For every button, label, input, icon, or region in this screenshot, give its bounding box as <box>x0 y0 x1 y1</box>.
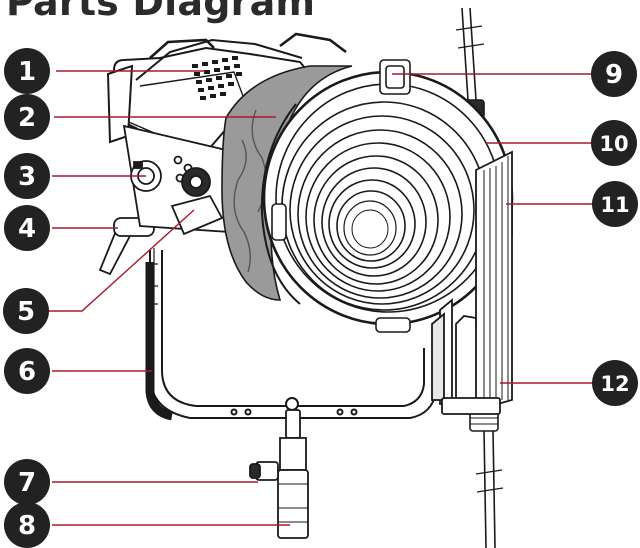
mounting-spigot <box>249 409 309 539</box>
callout-2-label: 2 <box>18 103 36 133</box>
callout-6-label: 6 <box>18 357 36 387</box>
callout-3-label: 3 <box>18 162 36 192</box>
callout-6: 6 <box>4 348 50 394</box>
callout-9-label: 9 <box>605 60 623 90</box>
callout-8-label: 8 <box>18 511 36 541</box>
power-supply-unit <box>431 150 513 415</box>
callout-4-label: 4 <box>18 214 36 244</box>
callout-3: 3 <box>4 153 50 199</box>
callout-11: 11 <box>592 181 638 227</box>
callout-12-label: 12 <box>600 372 629 396</box>
callout-badges: 1 2 3 4 5 6 7 <box>3 48 638 548</box>
callout-10-label: 10 <box>599 132 628 156</box>
callout-5: 5 <box>3 288 49 334</box>
leader-5 <box>48 209 195 312</box>
callout-10: 10 <box>591 120 637 166</box>
leader-lines <box>48 70 596 526</box>
side-control-panel <box>122 124 231 320</box>
callout-7-label: 7 <box>18 468 36 498</box>
callout-9: 9 <box>591 51 637 97</box>
cooling-vents <box>192 56 242 100</box>
callout-1: 1 <box>4 48 50 94</box>
callout-4: 4 <box>4 205 50 251</box>
callout-11-label: 11 <box>600 193 629 217</box>
housing <box>106 32 347 151</box>
callout-1-label: 1 <box>18 57 36 87</box>
callout-5-label: 5 <box>17 297 35 327</box>
callout-12: 12 <box>592 360 638 406</box>
power-cable <box>455 7 504 548</box>
lens-clips <box>271 59 513 333</box>
fresnel-lens <box>260 70 514 326</box>
callout-8: 8 <box>4 502 50 548</box>
page-title: Parts Diagram <box>6 0 316 24</box>
callout-2: 2 <box>4 94 50 140</box>
callout-7: 7 <box>4 459 50 505</box>
